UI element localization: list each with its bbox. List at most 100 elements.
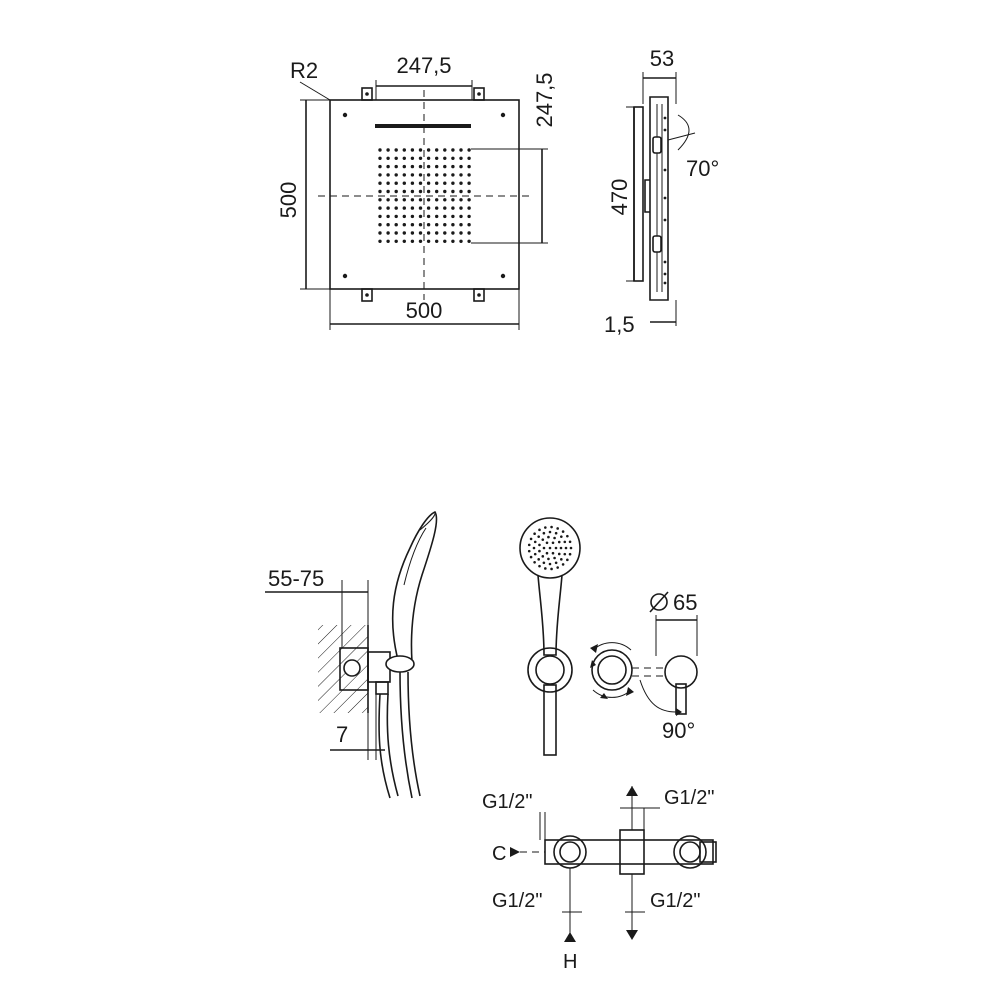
- head-nozzle: [554, 531, 558, 535]
- nozzle: [418, 164, 423, 169]
- nozzle: [394, 223, 398, 227]
- nozzle: [386, 231, 390, 235]
- side-view-panel: 53 470 70° 1,5: [604, 46, 719, 337]
- nozzle: [410, 206, 415, 210]
- angle-arc: [677, 114, 690, 151]
- head-nozzle: [569, 546, 573, 550]
- outlet-down-arrow: [626, 930, 638, 940]
- nozzle: [459, 164, 463, 169]
- mixer-body: [544, 839, 714, 865]
- nozzle: [435, 206, 439, 210]
- head-nozzle: [527, 549, 531, 553]
- nozzle: [443, 206, 447, 210]
- top-view-panel: R2 247,5 247,5 500 500: [276, 53, 557, 330]
- hose-2: [399, 671, 413, 799]
- nozzle: [378, 156, 382, 160]
- nozzle: [451, 223, 455, 227]
- nozzle: [451, 156, 455, 160]
- head-nozzle: [541, 555, 545, 558]
- nozzle: [443, 156, 447, 160]
- label-height: 500: [276, 182, 301, 219]
- nozzle: [418, 173, 423, 177]
- nozzle: [386, 206, 390, 210]
- nozzle: [394, 198, 398, 202]
- nozzle: [435, 148, 439, 152]
- nozzle: [386, 156, 390, 160]
- head-nozzle: [529, 555, 533, 559]
- nozzle: [418, 156, 423, 160]
- head-nozzle: [532, 546, 536, 550]
- mixer-lever: [675, 683, 687, 715]
- nozzle: [378, 148, 382, 152]
- head-nozzle: [561, 563, 565, 566]
- head-nozzle: [563, 552, 567, 556]
- nozzle: [443, 189, 447, 194]
- nozzle: [402, 156, 406, 160]
- mixer-knob: [664, 655, 698, 689]
- nozzle: [459, 239, 463, 243]
- nozzle: [386, 223, 390, 227]
- nozzle: [378, 198, 382, 202]
- nozzle: [378, 206, 382, 210]
- nozzle: [410, 148, 415, 152]
- nozzle: [418, 239, 423, 243]
- nozzle: [467, 239, 471, 243]
- label-radius: R2: [290, 58, 318, 83]
- nozzle: [410, 156, 415, 160]
- nozzle: [410, 214, 415, 219]
- nozzle: [418, 231, 423, 235]
- nozzle: [451, 164, 455, 169]
- nozzle: [378, 173, 382, 177]
- head-nozzle: [533, 540, 537, 544]
- hose-1: [378, 693, 391, 799]
- nozzle: [451, 173, 455, 177]
- nozzle: [426, 239, 431, 243]
- nozzle: [402, 148, 406, 152]
- nozzle: [443, 198, 447, 202]
- label-gap: 7: [336, 722, 348, 747]
- head-nozzle: [564, 546, 568, 550]
- handset-body: [391, 510, 438, 663]
- label-top-width: 247,5: [396, 53, 451, 78]
- nozzle: [451, 214, 455, 219]
- head-nozzle: [553, 556, 556, 560]
- nozzle: [410, 239, 415, 243]
- head-nozzle: [568, 552, 572, 556]
- head-nozzle: [538, 543, 541, 547]
- label-thread-bottom-right: G1/2": [650, 890, 700, 912]
- label-side-height: 470: [607, 179, 632, 216]
- nozzle: [394, 214, 398, 219]
- nozzle: [435, 164, 439, 169]
- nozzle: [426, 173, 431, 177]
- nozzle: [451, 239, 455, 243]
- nozzle: [394, 181, 398, 185]
- nozzle: [435, 223, 439, 227]
- nozzle: [459, 231, 463, 235]
- nozzle: [378, 231, 382, 235]
- head-nozzle: [537, 535, 540, 538]
- nozzle: [467, 231, 471, 235]
- nozzle: [394, 173, 398, 177]
- nozzle: [418, 148, 423, 152]
- head-nozzle: [538, 564, 541, 568]
- label-width: 500: [406, 298, 443, 323]
- nozzle: [394, 156, 398, 160]
- head-nozzle: [533, 552, 537, 556]
- nozzle: [378, 239, 382, 243]
- nozzle: [459, 189, 463, 194]
- nozzle: [378, 214, 382, 219]
- cold-inlet-arrow: [510, 847, 520, 857]
- nozzle: [402, 181, 406, 185]
- nozzle: [426, 164, 431, 169]
- corner-screws: [342, 112, 506, 279]
- waterfall-slot: [375, 124, 471, 128]
- nozzle: [386, 164, 390, 169]
- nozzle: [426, 198, 431, 202]
- nozzle: [402, 198, 406, 202]
- nozzle: [467, 173, 471, 177]
- nozzle: [418, 206, 423, 210]
- nozzle: [402, 223, 406, 227]
- nozzle: [386, 181, 390, 185]
- nozzle: [467, 148, 471, 152]
- nozzle: [443, 231, 447, 235]
